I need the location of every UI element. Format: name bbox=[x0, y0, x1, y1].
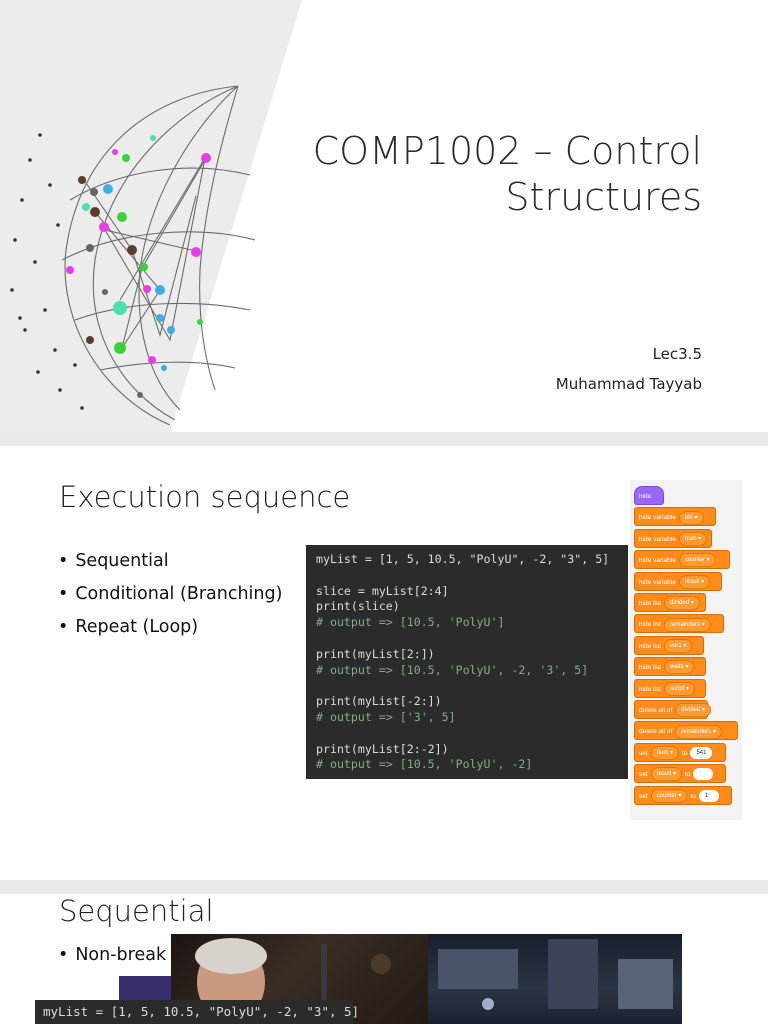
block-value: 541 bbox=[690, 747, 713, 760]
scratch-block: setnumto541 bbox=[634, 742, 726, 762]
block-dropdown: result bbox=[678, 574, 711, 589]
scratch-block: setresultto bbox=[634, 764, 726, 784]
code-line: print(myList[-2:]) bbox=[316, 694, 442, 709]
bullet-item: Repeat (Loop) bbox=[58, 611, 282, 644]
code-line bbox=[316, 726, 618, 742]
code-line: # output => [10.5, 'PolyU'] bbox=[316, 615, 505, 630]
code-line: print(slice) bbox=[316, 599, 400, 614]
block-value bbox=[693, 768, 714, 781]
block-dropdown: counter bbox=[650, 788, 688, 803]
code-line: myList = [1, 5, 10.5, "PolyU", -2, "3", … bbox=[35, 1000, 359, 1024]
code-line: # output => [10.5, 'PolyU', -2] bbox=[316, 757, 533, 772]
bullet-list: Non-break bbox=[58, 939, 166, 972]
sequential-slide: Sequential Non-break myList = [1, 5, 10.… bbox=[0, 894, 768, 1024]
code-line bbox=[316, 678, 618, 694]
bullet-list: Sequential Conditional (Branching) Repea… bbox=[58, 545, 282, 644]
studio-equipment-icon bbox=[438, 939, 673, 1010]
title-line-2: Structures bbox=[505, 175, 702, 219]
code-line: # output => [10.5, 'PolyU', -2, '3', 5] bbox=[316, 662, 589, 677]
slide-heading: Execution sequence bbox=[59, 480, 351, 514]
title-line-1: COMP1002 – Control bbox=[312, 129, 702, 173]
bullet-item: Conditional (Branching) bbox=[58, 578, 282, 611]
block-dropdown: var1 bbox=[664, 639, 693, 654]
scratch-block: setcounterto1 bbox=[634, 785, 732, 805]
presentation-title: COMP1002 – Control Structures bbox=[262, 128, 702, 220]
network-globe-illustration bbox=[0, 0, 302, 432]
bullet-item: Non-break bbox=[58, 939, 166, 972]
block-dropdown: remainders bbox=[664, 617, 711, 632]
block-dropdown: waits bbox=[664, 660, 695, 675]
code-line: print(myList[2:]) bbox=[316, 646, 435, 661]
code-line: # output => ['3', 5] bbox=[316, 709, 456, 724]
scratch-block: hide bbox=[634, 486, 664, 505]
slide-heading: Sequential bbox=[59, 894, 214, 928]
title-slide: COMP1002 – Control Structures Lec3.5 Muh… bbox=[0, 0, 768, 432]
code-line: myList = [1, 5, 10.5, "PolyU", -2, "3", … bbox=[316, 552, 610, 566]
block-dropdown: bin bbox=[678, 510, 704, 525]
studio-photo bbox=[428, 934, 682, 1024]
execution-sequence-slide: Execution sequence Sequential Conditiona… bbox=[0, 446, 768, 880]
code-line: print(myList[2:-2]) bbox=[316, 741, 449, 756]
block-dropdown: num bbox=[678, 532, 708, 547]
lecture-number: Lec3.5 bbox=[652, 345, 702, 363]
author-name: Muhammad Tayyab bbox=[555, 375, 702, 393]
block-dropdown: num bbox=[650, 746, 680, 761]
block-dropdown: remainders bbox=[675, 724, 722, 739]
block-dropdown: script bbox=[664, 681, 696, 696]
code-line bbox=[316, 631, 618, 647]
block-dropdown: divided bbox=[675, 703, 711, 718]
code-line: slice = myList[2:4] bbox=[316, 583, 449, 598]
block-dropdown: divided bbox=[664, 596, 700, 611]
block-dropdown: result bbox=[650, 767, 683, 782]
code-line bbox=[316, 568, 618, 584]
code-snippet: myList = [1, 5, 10.5, "PolyU", -2, "3", … bbox=[306, 545, 628, 779]
bullet-item: Sequential bbox=[58, 545, 282, 578]
block-dropdown: counter bbox=[678, 553, 716, 568]
block-value: 1 bbox=[698, 789, 719, 802]
